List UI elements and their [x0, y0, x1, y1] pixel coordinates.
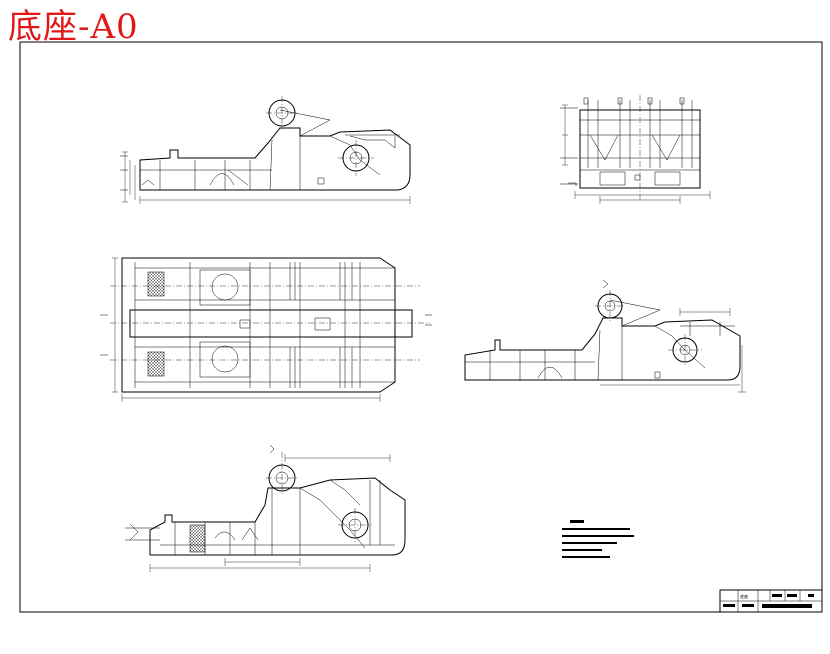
title-block: 底座 [719, 589, 823, 613]
title-block-drawing-name: 底座 [740, 593, 748, 599]
side-section-bottom-view [125, 444, 406, 572]
technical-notes [562, 520, 634, 558]
drawing-frame [19, 41, 823, 613]
plan-view [100, 257, 432, 402]
end-view [560, 95, 711, 204]
side-section-right-view [464, 279, 746, 393]
side-elevation-view [120, 96, 411, 204]
page-title: 底座-A0 [8, 7, 139, 47]
